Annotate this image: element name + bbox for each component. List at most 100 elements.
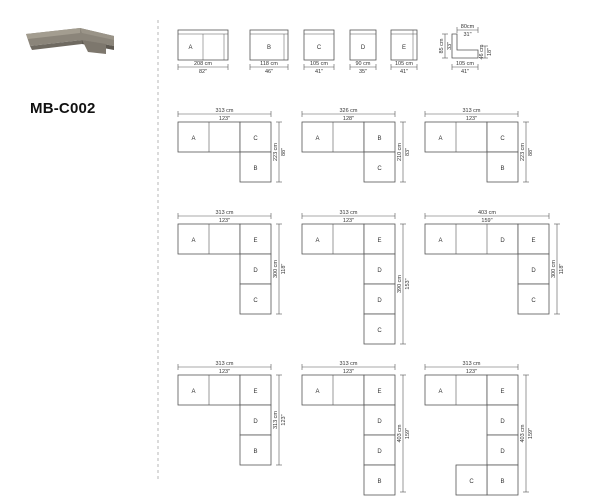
seat-label-d: D [500, 449, 505, 455]
side-height-cm: 85 cm [439, 38, 445, 53]
config-4-seat-c [239, 283, 272, 315]
seat-label-b: B [500, 479, 504, 485]
config-6-width-in: 159" [481, 218, 492, 224]
side-depth-cm: 105 cm [456, 61, 474, 67]
config-2-width-cm: 326 cm [339, 108, 357, 114]
config-2-width-in: 128" [343, 116, 354, 122]
config-3-width-in: 123" [466, 116, 477, 122]
seat-label-a: A [315, 389, 319, 395]
seat-label-b: B [500, 166, 504, 172]
config-4-width-cm: 313 cm [215, 210, 233, 216]
seat-label-e: E [377, 238, 381, 244]
seat-label-d: D [500, 238, 505, 244]
module-width-a-cm: 208 cm [194, 61, 212, 67]
config-8-height-in: 159" [405, 428, 411, 439]
seat-label-b: B [253, 166, 257, 172]
config-4-height-cm: 300 cm [273, 260, 279, 278]
module-width-d-in: 35" [359, 69, 367, 75]
seat-label-c: C [377, 328, 382, 334]
seat-label-c: C [253, 298, 258, 304]
config-9-height-cm: 403 cm [520, 424, 526, 442]
seat-label-a: A [191, 389, 195, 395]
seat-label-d: D [377, 449, 382, 455]
seat-label-a: A [315, 238, 319, 244]
config-5-seat-d2 [363, 283, 396, 315]
config-9-width-cm: 313 cm [462, 361, 480, 367]
seat-label-e: E [253, 238, 257, 244]
seat-label-d: D [500, 419, 505, 425]
seat-label-a: A [191, 136, 195, 142]
config-3-height-cm: 223 cm [520, 143, 526, 161]
config-6-height-in: 118" [559, 264, 565, 275]
module-label-c: C [317, 45, 322, 51]
config-2-height-cm: 210 cm [397, 143, 403, 161]
module-d-outline [349, 29, 377, 61]
module-label-e: E [402, 45, 406, 51]
config-9-seat-d2 [486, 434, 519, 466]
config-7-seat-d [239, 404, 272, 436]
config-4-width-in: 123" [219, 218, 230, 224]
seat-label-c: C [377, 166, 382, 172]
config-2-seat-c [363, 151, 396, 183]
module-width-b-cm: 118 cm [260, 61, 278, 67]
seat-label-e: E [253, 389, 257, 395]
config-8-seat-b [363, 464, 396, 496]
config-4-seat-d [239, 253, 272, 285]
module-width-a-in: 82" [199, 69, 207, 75]
config-6-seat-a [424, 223, 519, 255]
config-5-height-in: 153" [405, 278, 411, 289]
config-1-width-in: 123" [219, 116, 230, 122]
seat-label-c: C [469, 479, 474, 485]
seat-label-d: D [377, 419, 382, 425]
config-8-height-cm: 403 cm [397, 424, 403, 442]
module-width-d-cm: 90 cm [356, 61, 371, 67]
config-7-height-in: 123" [281, 414, 287, 425]
module-label-b: B [267, 45, 271, 51]
module-b-outline [249, 29, 289, 61]
seat-label-e: E [531, 238, 535, 244]
config-5-width-in: 123" [343, 218, 354, 224]
module-width-b-in: 46" [265, 69, 273, 75]
config-7-width-cm: 313 cm [215, 361, 233, 367]
seat-label-a: A [438, 389, 442, 395]
config-6-height-cm: 300 cm [551, 260, 557, 278]
config-9-height-in: 159" [528, 428, 534, 439]
seat-label-c: C [253, 136, 258, 142]
config-8-seat-d [363, 404, 396, 436]
module-label-a: A [188, 45, 192, 51]
config-3-width-cm: 313 cm [462, 108, 480, 114]
model-title: MB-C002 [30, 100, 96, 117]
config-1-width-cm: 313 cm [215, 108, 233, 114]
config-9-width-in: 123" [466, 369, 477, 375]
config-4-height-in: 118" [281, 264, 287, 275]
seat-label-b: B [377, 136, 381, 142]
module-width-c-cm: 105 cm [310, 61, 328, 67]
config-5-seat-e [363, 223, 396, 255]
module-width-e-in: 41" [400, 69, 408, 75]
side-top-in: 31" [463, 32, 471, 38]
config-6-seat-c [517, 283, 550, 315]
config-1-seat-c [239, 121, 272, 153]
seat-label-e: E [500, 389, 504, 395]
config-1-seat-b [239, 151, 272, 183]
config-6-width-cm: 403 cm [478, 210, 496, 216]
seat-label-a: A [438, 238, 442, 244]
config-6-seat-e [517, 223, 550, 255]
config-8-width-in: 123" [343, 369, 354, 375]
seat-label-d: D [253, 268, 258, 274]
seat-label-d: D [377, 268, 382, 274]
config-9-seat-b [486, 464, 519, 496]
seat-label-a: A [438, 136, 442, 142]
config-3-seat-c [486, 121, 519, 153]
config-5-height-cm: 390 cm [397, 275, 403, 293]
module-width-e-cm: 105 cm [395, 61, 413, 67]
side-seat-cm: 46 cm [479, 44, 485, 59]
seat-label-d: D [253, 419, 258, 425]
config-7-seat-b [239, 434, 272, 466]
seat-label-c: C [500, 136, 505, 142]
config-8-seat-e [363, 374, 396, 406]
seat-label-b: B [253, 449, 257, 455]
module-c-outline [303, 29, 335, 61]
